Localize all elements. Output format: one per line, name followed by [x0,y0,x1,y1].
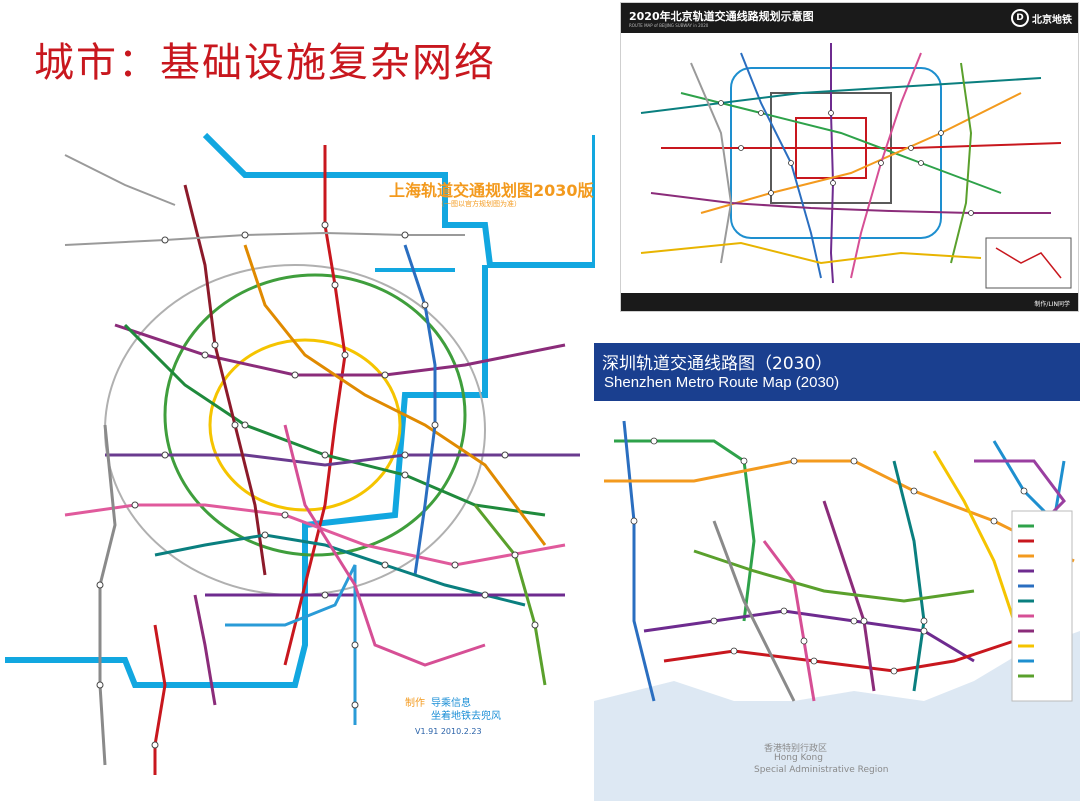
shanghai-info-line2: 坐着地铁去兜风 [431,711,501,722]
slide-title: 城市：基础设施复杂网络 [34,40,496,86]
beijing-subway-logo-text: 北京地铁 [1032,14,1072,26]
beijing-network-graphic [640,43,1072,289]
shanghai-map-subtitle: （一图以官方规划图为准） [437,200,521,208]
shenzhen-header-bar: 深圳轨道交通线路图（2030） Shenzhen Metro Route Map… [594,343,1080,401]
shenzhen-metro-map: 深圳轨道交通线路图（2030） Shenzhen Metro Route Map… [594,343,1080,801]
beijing-header-bar: 2020年北京轨道交通线路规划示意图 ROUTE MAP of BEIJING … [621,3,1078,33]
beijing-map-subtitle: ROUTE MAP of BEIJING SUBWAY in 2020 [629,23,709,28]
shenzhen-title-en: Shenzhen Metro Route Map (2030) [604,374,840,391]
shanghai-info-block: 制作导乘信息 坐着地铁去兜风 [405,697,501,723]
shanghai-metro-map: 上海轨道交通规划图2030版 （一图以官方规划图为准） 制作导乘信息 坐着地铁去… [5,125,595,785]
shenzhen-hk-label-en: Hong Kong [774,753,823,763]
shenzhen-hk-label-cn: 香港特别行政区 [764,744,828,754]
shanghai-map-title: 上海轨道交通规划图2030版 [389,181,594,200]
beijing-legend-bar: 制作/LIN同学 [621,293,1078,311]
shenzhen-title-cn: 深圳轨道交通线路图（2030） [602,354,833,374]
beijing-subway-map: 2020年北京轨道交通线路规划示意图 ROUTE MAP of BEIJING … [620,2,1079,312]
shanghai-version: V1.91 2010.2.23 [415,727,482,736]
beijing-subway-logo: D 北京地铁 [1011,8,1072,28]
beijing-map-title: 2020年北京轨道交通线路规划示意图 [629,10,814,23]
shanghai-maker-label: 制作 [405,698,425,709]
shenzhen-sar-label: Special Administrative Region [754,765,889,775]
shanghai-network-graphic [5,132,595,775]
beijing-credit: 制作/LIN同学 [1034,301,1070,308]
shenzhen-network-graphic [594,401,1080,801]
beijing-subway-logo-icon: D [1011,9,1029,27]
shanghai-info-line1: 导乘信息 [431,698,471,709]
